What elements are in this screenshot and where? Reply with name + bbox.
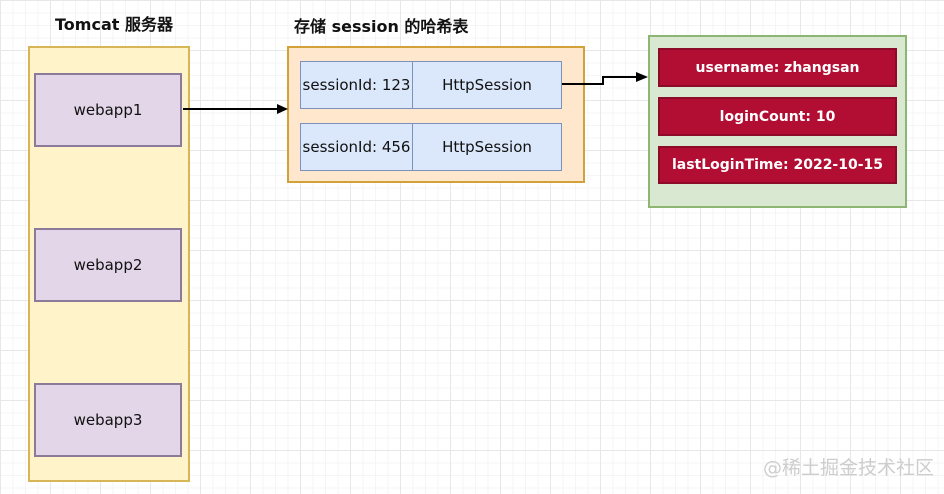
webapp2-node: webapp2 bbox=[34, 228, 182, 302]
session-field-logincount: loginCount: 10 bbox=[658, 97, 897, 136]
webapp1-node: webapp1 bbox=[34, 73, 182, 147]
session-row1-key: sessionId: 123 bbox=[300, 61, 413, 109]
session-field-lastlogintime: lastLoginTime: 2022-10-15 bbox=[658, 146, 897, 184]
webapp3-node: webapp3 bbox=[34, 383, 182, 457]
session-row2-key: sessionId: 456 bbox=[300, 123, 413, 171]
session-row2-value: HttpSession bbox=[412, 123, 562, 171]
session-field-username: username: zhangsan bbox=[658, 48, 897, 87]
session-row1-value: HttpSession bbox=[412, 61, 562, 109]
tomcat-server-title: Tomcat 服务器 bbox=[55, 15, 173, 34]
watermark: @稀土掘金技术社区 bbox=[763, 457, 935, 479]
session-hashtable-title: 存储 session 的哈希表 bbox=[294, 17, 469, 36]
arrow-webapp1-to-hashtable bbox=[183, 104, 288, 114]
